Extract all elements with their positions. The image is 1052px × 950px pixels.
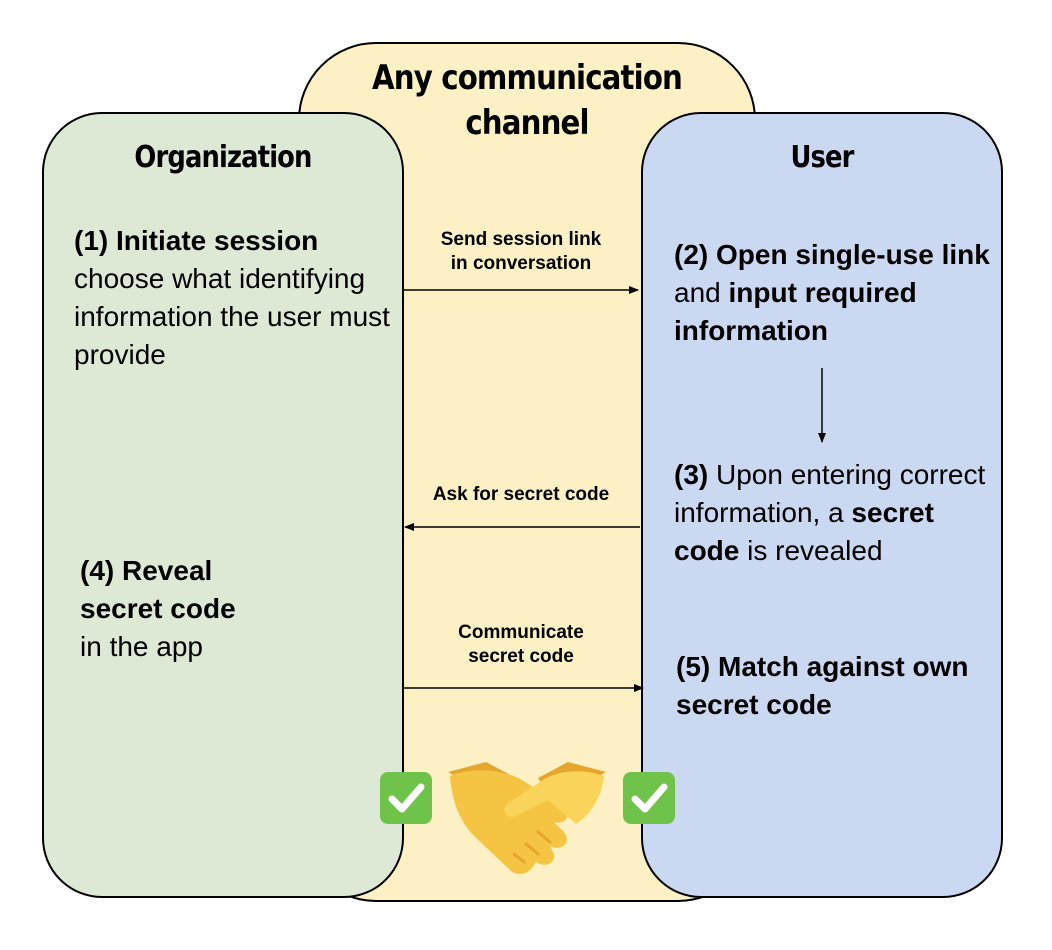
step-2-connector: and — [674, 277, 729, 308]
step-4-heading: (4) Reveal — [80, 555, 213, 586]
communicate-label-line1: Communicate — [458, 622, 584, 643]
step-5-match-code: (5) Match against own secret code — [676, 648, 996, 724]
step-3-code-revealed: (3) Upon entering correct information, a… — [674, 456, 994, 570]
communicate-label-line2: secret code — [468, 646, 574, 667]
channel-title-line2: channel — [465, 103, 589, 143]
organization-panel — [42, 112, 404, 898]
step-2-input-info: input required information — [674, 277, 917, 346]
organization-title: Organization — [134, 140, 312, 175]
step-4-reveal-code: (4) Reveal secret code in the app — [80, 552, 380, 666]
channel-title-line1: Any communication — [371, 58, 683, 98]
step-3-number: (3) — [674, 459, 709, 490]
channel-title: Any communication channel — [330, 56, 724, 146]
check-mark-icon — [380, 772, 432, 824]
step-3-text-a: Upon entering correct information, a — [674, 459, 986, 528]
user-panel — [641, 112, 1003, 898]
ask-code-label: Ask for secret code — [432, 484, 610, 505]
send-link-label-line1: Send session link — [440, 229, 602, 250]
step-2-open-link: (2) Open single-use link and input requi… — [674, 236, 1004, 350]
step-1-initiate-session: (1) Initiate session choose what identif… — [74, 222, 394, 374]
step-5-heading: (5) Match against own secret code — [676, 651, 969, 720]
step-3-text-b: is revealed — [739, 535, 883, 566]
user-title: User — [790, 140, 854, 175]
step-1-heading: (1) Initiate session — [74, 225, 319, 256]
step-4-description: in the app — [80, 631, 203, 662]
step-2-heading: (2) Open single-use link — [674, 239, 990, 270]
handshake-icon — [448, 762, 606, 874]
communicate-code-label: Communicate secret code — [410, 621, 632, 669]
send-link-label-line2: in conversation — [450, 253, 592, 274]
send-link-label: Send session link in conversation — [410, 228, 632, 276]
step-3-secret-code: secret code — [674, 497, 934, 566]
check-mark-icon — [623, 772, 675, 824]
step-4-heading-secret-code: secret code — [80, 593, 236, 624]
step-1-description: choose what identifying information the … — [74, 263, 390, 370]
